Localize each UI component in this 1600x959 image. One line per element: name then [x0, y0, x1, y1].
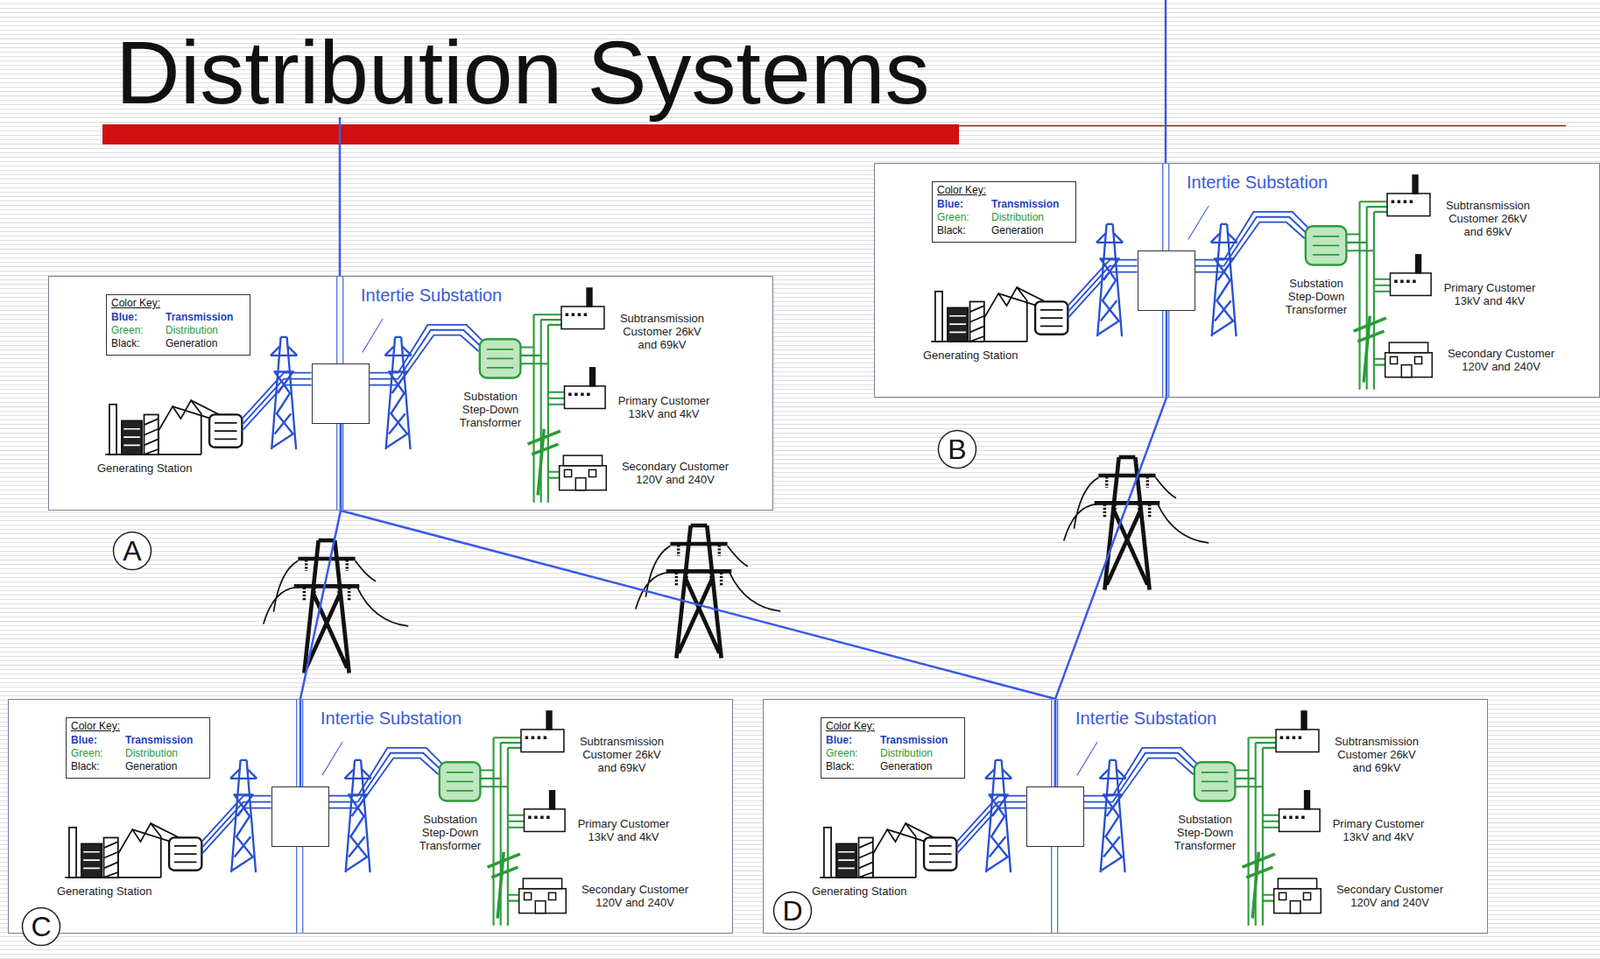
- key-label: Green:: [825, 747, 859, 761]
- key-label: Blue:: [937, 198, 964, 212]
- panel-label: Subtransmission Customer 26kV and 69kV: [615, 312, 709, 353]
- key-label: Color Key:: [825, 720, 875, 734]
- panel-label: Primary Customer 13kV and 4kV: [609, 394, 719, 422]
- key-label: Generation: [991, 225, 1044, 238]
- region-panel: Subtransmission Customer 26kV and 69kV Pr…: [7, 698, 734, 934]
- intertie-substation-box: Intertie Substation: [311, 363, 370, 424]
- panel-label: Primary Customer 13kV and 4kV: [1435, 281, 1544, 309]
- panel-letter-circle: C: [21, 906, 62, 947]
- key-label: Generation: [125, 761, 177, 774]
- color-key-box: Color Key:Blue: TransmissionGreen: Distrib…: [105, 294, 251, 356]
- key-label: Distribution: [125, 747, 178, 761]
- key-label: Color Key:: [70, 720, 120, 734]
- page-title: Distribution Systems: [115, 21, 931, 125]
- substation-label: Intertie Substation: [360, 285, 502, 306]
- panel-label: Primary Customer 13kV and 4kV: [569, 817, 678, 845]
- panel-letter-circle: B: [937, 429, 978, 470]
- key-label: Transmission: [880, 734, 948, 748]
- color-key-box: Color Key:Blue: TransmissionGreen: Distrib…: [65, 717, 211, 779]
- region-panel: Subtransmission Customer 26kV and 69kV Pr…: [48, 275, 774, 511]
- panel-label: Secondary Customer 120V and 240V: [1327, 883, 1452, 910]
- key-label: Black:: [825, 761, 855, 774]
- key-label: Distribution: [165, 324, 219, 338]
- title-rule: [958, 125, 1566, 127]
- substation-label: Intertie Substation: [1075, 708, 1217, 729]
- tower-symbol: [263, 540, 409, 673]
- panel-label: Generating Station: [56, 885, 153, 899]
- color-key-box: Color Key:Blue: TransmissionGreen: Distrib…: [820, 717, 966, 779]
- panel-label: Generating Station: [96, 462, 193, 476]
- intertie-substation-box: Intertie Substation: [271, 786, 330, 847]
- panel-label: Secondary Customer 120V and 240V: [1438, 347, 1564, 374]
- substation-label: Intertie Substation: [320, 708, 462, 729]
- key-label: Distribution: [991, 211, 1044, 225]
- panel-letter: D: [772, 890, 813, 931]
- panel-letter: A: [112, 530, 153, 571]
- color-key-box: Color Key:Blue: TransmissionGreen: Distrib…: [931, 181, 1077, 243]
- key-label: Color Key:: [937, 184, 987, 198]
- panel-label: Subtransmission Customer 26kV and 69kV: [575, 735, 669, 776]
- panel-label: Generating Station: [810, 885, 908, 899]
- key-label: Black:: [937, 225, 966, 238]
- key-label: Generation: [165, 338, 218, 351]
- panel-label: Secondary Customer 120V and 240V: [613, 460, 738, 487]
- substation-label: Intertie Substation: [1186, 172, 1328, 193]
- panel-label: Subtransmission Customer 26kV and 69kV: [1330, 735, 1424, 776]
- key-label: Transmission: [125, 734, 193, 748]
- title-bar: [102, 124, 959, 145]
- panel-label: Primary Customer 13kV and 4kV: [1324, 817, 1433, 845]
- key-label: Black:: [70, 761, 100, 774]
- panel-letter: C: [21, 906, 62, 947]
- key-label: Generation: [880, 761, 932, 774]
- panel-label: Generating Station: [922, 349, 1019, 363]
- key-label: Blue:: [111, 311, 138, 325]
- outgoing-line: [338, 117, 342, 276]
- key-label: Transmission: [165, 311, 233, 325]
- panel-ground: [48, 275, 774, 511]
- intertie-substation-box: Intertie Substation: [1137, 250, 1196, 311]
- key-label: Green:: [111, 324, 144, 338]
- region-panel: Subtransmission Customer 26kV and 69kV Pr…: [762, 698, 1488, 934]
- panel-letter-circle: A: [112, 530, 153, 571]
- key-label: Distribution: [880, 747, 933, 761]
- intertie-substation-box: Intertie Substation: [1026, 786, 1085, 847]
- intertie-line: [340, 423, 1056, 787]
- key-label: Black:: [111, 338, 141, 351]
- panel-label: Substation Step-Down Transformer: [455, 390, 526, 430]
- panel-ground: [762, 698, 1488, 934]
- panel-label: Secondary Customer 120V and 240V: [572, 883, 698, 910]
- panel-label: Subtransmission Customer 26kV and 69kV: [1441, 199, 1535, 240]
- key-label: Green:: [70, 747, 104, 761]
- panel-label: Substation Step-Down Transformer: [415, 813, 486, 853]
- panel-letter-circle: D: [772, 890, 813, 931]
- intertie-line: [300, 423, 341, 787]
- panel-letter: B: [937, 429, 978, 470]
- key-label: Color Key:: [111, 297, 161, 311]
- panel-ground: [874, 162, 1600, 398]
- key-label: Blue:: [70, 734, 98, 748]
- tower-symbol: [635, 525, 781, 658]
- outgoing-line: [1164, 0, 1168, 163]
- region-panel: Subtransmission Customer 26kV and 69kV Pr…: [874, 162, 1600, 398]
- panel-ground: [7, 698, 734, 934]
- key-label: Transmission: [991, 198, 1059, 212]
- panel-label: Substation Step-Down Transformer: [1281, 277, 1352, 318]
- key-label: Green:: [937, 211, 970, 225]
- key-label: Blue:: [825, 734, 853, 748]
- panel-label: Substation Step-Down Transformer: [1170, 813, 1241, 853]
